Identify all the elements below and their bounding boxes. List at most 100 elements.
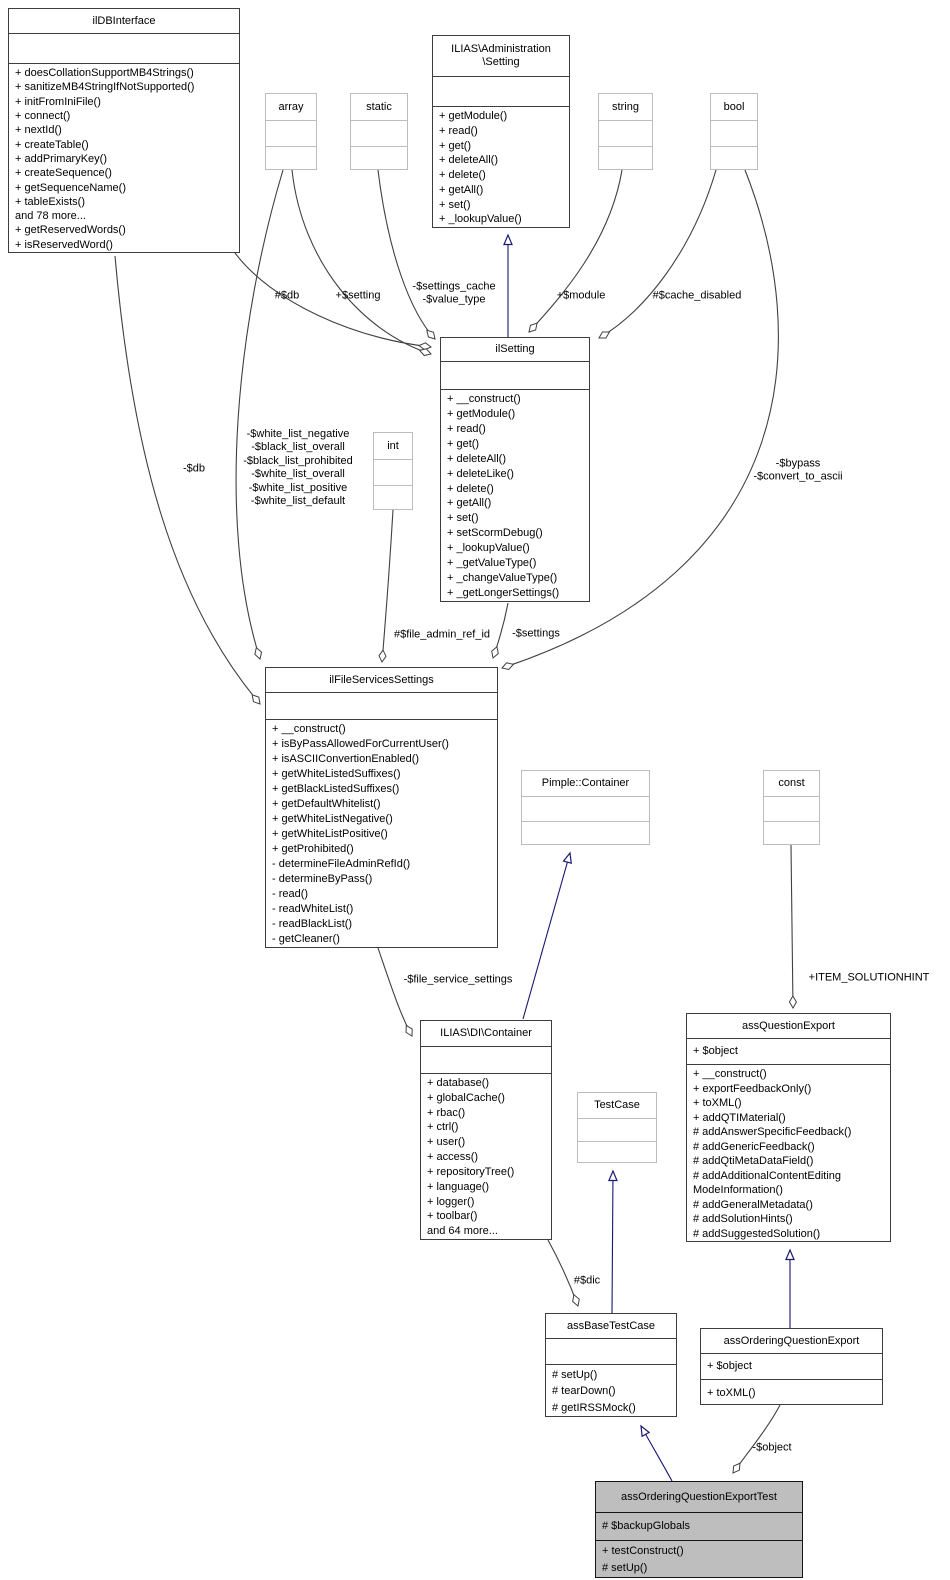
class-title: int [387,439,399,452]
attribute: + $object [693,1045,738,1057]
edge-test-inherits-assbasetestcase [640,1424,673,1482]
attribute: + $object [707,1360,752,1372]
attributes-compartment: + $object [687,1038,890,1064]
class-node-string[interactable]: string [598,93,653,170]
class-node-ilsetting[interactable]: ilSetting + __construct() + getModule() + r… [440,337,590,602]
class-node-pimple-container[interactable]: Pimple::Container [521,770,650,845]
method: + isByPassAllowedForCurrentUser() [272,738,449,750]
method: + read() [447,422,486,435]
method: + user() [427,1136,466,1149]
method: + getModule() [439,110,508,122]
class-node-ilfileservicessettings[interactable]: ilFileServicesSettings+ __construct()+ i… [265,667,498,948]
method: + logger() [427,1195,475,1208]
method: + get() [439,139,472,152]
method: + getSequenceName() [15,181,126,194]
method: + getModule() [447,407,516,420]
method: + getWhiteListNegative() [272,813,393,825]
method: + toolbar() [427,1210,478,1223]
attributes-compartment: + $object [701,1353,882,1379]
method: + toXML() [693,1097,742,1109]
class-node-assorderingquestionexport[interactable]: assOrderingQuestionExport+ $object+ toXM… [700,1328,883,1405]
class-node-ildbinterface[interactable]: ilDBInterface+ doesCollationSupportMB4St… [8,8,240,253]
edge-label-cache-disabled: #$cache_disabled [652,289,742,302]
edge-bool-to-ilfileservicessettings [501,169,779,670]
methods-compartment: + __construct()+ getModule()+ read()+ ge… [441,389,589,601]
method: ModeInformation() [693,1184,783,1196]
edge-label-dic: #$dic [573,1274,601,1287]
method: + deleteLike() [447,467,514,480]
edge-label-file-admin-ref-id: #$file_admin_ref_id [393,628,491,641]
method: + access() [427,1151,479,1164]
method: + _lookupValue() [439,213,522,226]
method: + testConstruct() [602,1545,684,1557]
method: + createTable() [15,138,89,151]
method: + setScormDebug() [447,527,543,540]
class-node-ilias-di-container[interactable]: ILIAS\DI\Container + database()+ globalCa… [420,1020,552,1240]
attributes-compartment [9,33,239,63]
attributes-compartment [374,459,412,485]
methods-compartment: + __construct()+ isByPassAllowedForCurre… [266,719,497,947]
class-node-const[interactable]: const [763,770,820,845]
edge-dicontainer-to-assbasetestcase [547,1239,580,1307]
method: + sanitizeMB4StringIfNotSupported() [15,81,195,94]
method: + _getValueType() [447,557,537,570]
edge-int-to-ilfileservicessettings [378,509,394,663]
class-title: Pimple::Container [541,777,630,789]
method: + __construct() [447,393,521,405]
methods-compartment: + doesCollationSupportMB4Strings()+ sani… [9,63,239,252]
class-title: ILIAS\Administration \Setting [451,43,551,68]
edge-label-bypass: -$bypass -$convert_to_ascii [753,457,843,483]
method: # addGeneralMetadata() [693,1198,813,1211]
class-node-int[interactable]: int [373,432,413,510]
edge-label-item-solutionhint: +ITEM_SOLUTIONHINT [808,971,930,984]
method: + deleteAll() [447,452,507,465]
methods-compartment [578,1141,656,1162]
method: and 64 more... [427,1225,498,1238]
method: + getBlackListedSuffixes() [272,783,400,795]
methods-compartment: + testConstruct() # setUp() [596,1540,802,1577]
method: + getAll() [439,183,484,196]
edge-label-settings-cache: -$settings_cache -$value_type [412,280,496,306]
methods-compartment: + database()+ globalCache()+ rbac()+ ctr… [421,1073,551,1239]
attributes-compartment [266,692,497,719]
class-title: ILIAS\DI\Container [440,1027,532,1039]
class-node-testcase[interactable]: TestCase [577,1092,657,1163]
class-node-assquestionexport[interactable]: assQuestionExport+ $object+ __construct(… [686,1013,891,1242]
class-node-static[interactable]: static [350,93,408,170]
method: + globalCache() [427,1091,505,1104]
class-node-assbasetestcase[interactable]: assBaseTestCase# setUp()# tearDown()# ge… [545,1313,677,1417]
method: # setUp() [602,1562,648,1574]
methods-compartment [374,485,412,509]
method: # addSolutionHints() [693,1213,793,1225]
class-node-bool[interactable]: bool [710,93,758,170]
edge-static-to-ilsetting [377,169,436,340]
method: + addQTIMaterial() [693,1111,786,1124]
edge-string-to-ilsetting [528,169,623,333]
method: + initFromIniFile() [15,95,101,108]
class-node-array[interactable]: array [265,93,317,170]
class-node-ilias-administration-setting[interactable]: ILIAS\Administration \Setting + getModule… [432,35,570,228]
attributes-compartment [578,1118,656,1141]
methods-compartment: + toXML() [701,1379,882,1404]
methods-compartment [266,146,316,169]
method: + set() [439,198,471,211]
edge-ilfileservicessettings-to-dicontainer [377,947,413,1037]
edge-dicontainer-inherits-pimple [522,851,572,1020]
attributes-compartment [522,796,649,821]
methods-compartment: # setUp()# tearDown()# getIRSSMock() [546,1364,676,1416]
method: and 78 more... [15,210,86,223]
method: + ctrl() [427,1121,459,1134]
methods-compartment: + __construct()+ exportFeedbackOnly()+ t… [687,1064,890,1241]
edge-array-to-ilfileservicessettings [235,169,284,660]
attributes-compartment [711,120,757,146]
method: + delete() [447,482,494,495]
edge-ildbinterface-to-ilsetting [234,252,432,351]
methods-compartment [351,146,407,169]
method: + set() [447,512,479,525]
class-title: ilSetting [495,343,535,355]
method: # getIRSSMock() [552,1401,636,1414]
attributes-compartment [441,361,589,389]
attribute: # $backupGlobals [602,1520,691,1532]
method: - getCleaner() [272,933,340,945]
